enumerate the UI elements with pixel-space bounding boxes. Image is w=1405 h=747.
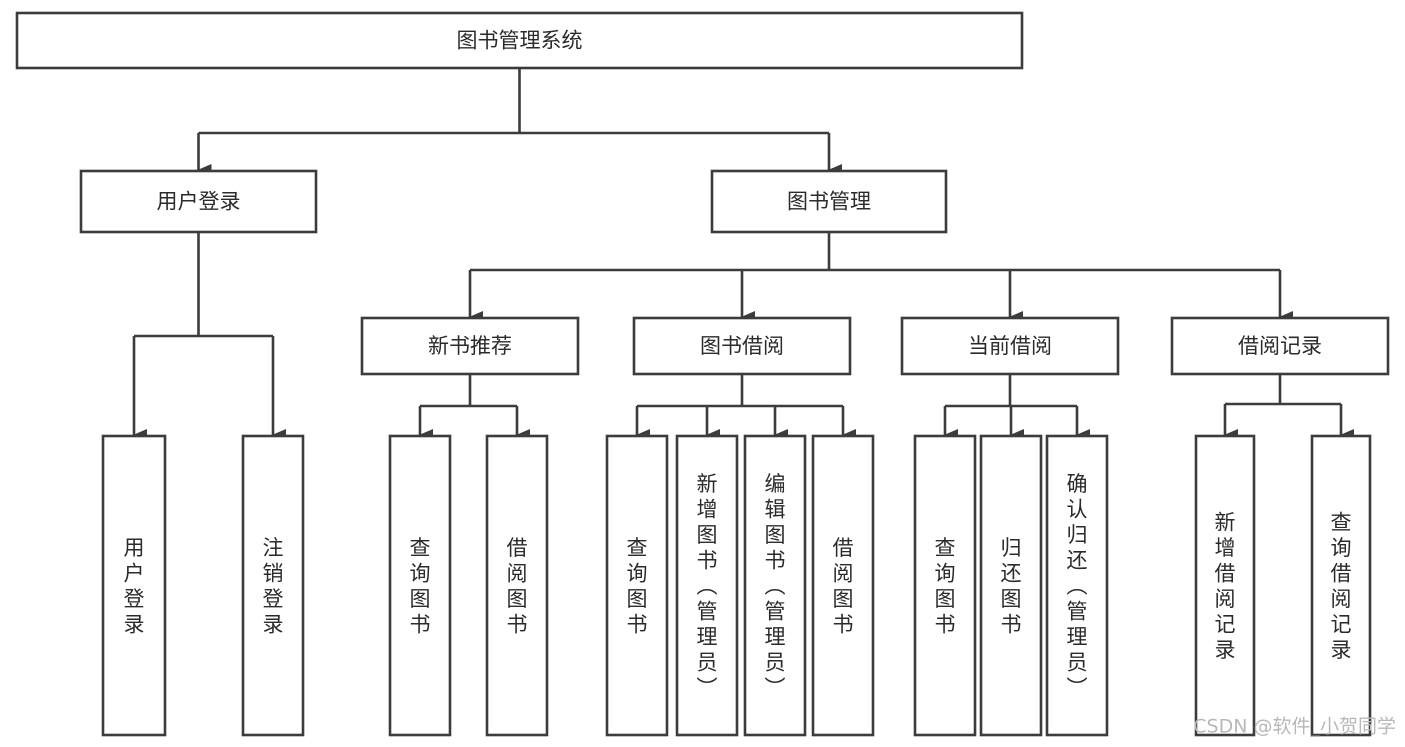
node-leaf-confirm-return-admin[interactable]: 确认归还︵管理员︶ — [1045, 434, 1109, 737]
node-root-图书管理系统-label: 图书管理系统 — [457, 29, 583, 53]
node-leaf-edit-book-admin-label: 编辑图书︵管理员︶ — [765, 472, 786, 700]
node-root-图书管理系统-box[interactable] — [15, 11, 1024, 70]
connectors-layer — [132, 68, 1354, 441]
node-leaf-query-book-1-box[interactable] — [388, 434, 452, 737]
node-leaf-query-book-2-box[interactable] — [605, 434, 669, 737]
node-leaf-add-book-admin[interactable]: 新增图书︵管理员︶ — [675, 434, 739, 737]
node-leaf-user-logout-box[interactable] — [241, 434, 305, 737]
node-new-book-recommend-box[interactable] — [360, 316, 580, 376]
node-user-login-label: 用户登录 — [157, 190, 241, 214]
node-leaf-query-borrow-record-label: 查询借阅记录 — [1331, 510, 1352, 662]
node-leaf-add-book-admin-box[interactable] — [675, 434, 739, 737]
connector-book-borrow-to-leaves — [635, 374, 856, 441]
connector-borrow-record-to-leaves — [1223, 374, 1354, 441]
node-leaf-return-book-label: 归还图书 — [1001, 536, 1022, 637]
node-leaf-borrow-book-2[interactable]: 借阅图书 — [811, 434, 875, 737]
node-leaf-borrow-book-2-box[interactable] — [811, 434, 875, 737]
node-book-management-box[interactable] — [710, 169, 948, 234]
node-leaf-query-book-1-label: 查询图书 — [410, 536, 431, 637]
node-book-management[interactable]: 图书管理 — [710, 169, 948, 234]
node-leaf-query-borrow-record-box[interactable] — [1310, 434, 1372, 737]
node-leaf-return-book-box[interactable] — [979, 434, 1043, 737]
node-leaf-query-book-3[interactable]: 查询图书 — [913, 434, 977, 737]
node-leaf-add-borrow-record[interactable]: 新增借阅记录 — [1194, 434, 1256, 737]
node-leaf-query-book-3-box[interactable] — [913, 434, 977, 737]
node-leaf-user-login-label: 用户登录 — [124, 536, 145, 637]
node-current-borrow-label: 当前借阅 — [968, 334, 1052, 358]
node-leaf-confirm-return-admin-box[interactable] — [1045, 434, 1109, 737]
node-book-management-label: 图书管理 — [787, 190, 871, 214]
connector-root-to-level2 — [197, 68, 842, 176]
node-current-borrow-box[interactable] — [900, 316, 1120, 376]
node-leaf-add-book-admin-label: 新增图书︵管理员︶ — [697, 472, 718, 700]
node-borrow-record[interactable]: 借阅记录 — [1170, 316, 1390, 376]
node-borrow-record-label: 借阅记录 — [1238, 334, 1322, 358]
node-leaf-user-login-box[interactable] — [101, 434, 167, 737]
node-leaf-return-book[interactable]: 归还图书 — [979, 434, 1043, 737]
node-current-borrow[interactable]: 当前借阅 — [900, 316, 1120, 376]
node-leaf-edit-book-admin-box[interactable] — [743, 434, 807, 737]
csdn-watermark: CSDN @软件_小贺同学 — [1193, 716, 1396, 738]
node-book-borrow-label: 图书借阅 — [700, 334, 784, 358]
node-leaf-add-borrow-record-label: 新增借阅记录 — [1215, 510, 1236, 662]
node-leaf-query-book-3-label: 查询图书 — [935, 536, 956, 637]
node-leaf-user-logout[interactable]: 注销登录 — [241, 434, 305, 737]
node-leaf-borrow-book-2-label: 借阅图书 — [833, 536, 854, 637]
node-leaf-user-login[interactable]: 用户登录 — [101, 434, 167, 737]
node-leaf-query-book-2[interactable]: 查询图书 — [605, 434, 669, 737]
node-user-login[interactable]: 用户登录 — [79, 169, 318, 234]
node-borrow-record-box[interactable] — [1170, 316, 1390, 376]
node-leaf-borrow-book-1[interactable]: 借阅图书 — [485, 434, 549, 737]
node-book-borrow-box[interactable] — [632, 316, 852, 376]
node-leaf-user-logout-label: 注销登录 — [263, 536, 284, 637]
node-leaf-confirm-return-admin-label: 确认归还︵管理员︶ — [1067, 472, 1088, 700]
node-book-borrow[interactable]: 图书借阅 — [632, 316, 852, 376]
node-new-book-recommend-label: 新书推荐 — [428, 334, 512, 358]
connector-user-login-to-leaves — [132, 232, 286, 441]
connector-new-book-recommend-to-leaves — [418, 374, 530, 441]
node-new-book-recommend[interactable]: 新书推荐 — [360, 316, 580, 376]
node-leaf-query-borrow-record[interactable]: 查询借阅记录 — [1310, 434, 1372, 737]
node-leaf-add-borrow-record-box[interactable] — [1194, 434, 1256, 737]
node-root-图书管理系统[interactable]: 图书管理系统 — [15, 11, 1024, 70]
connector-book-management-to-level3 — [468, 232, 1293, 323]
connector-current-borrow-to-leaves — [943, 374, 1090, 441]
node-leaf-query-book-1[interactable]: 查询图书 — [388, 434, 452, 737]
node-leaf-borrow-book-1-box[interactable] — [485, 434, 549, 737]
node-leaf-edit-book-admin[interactable]: 编辑图书︵管理员︶ — [743, 434, 807, 737]
node-leaf-query-book-2-label: 查询图书 — [627, 536, 648, 637]
nodes-layer: 图书管理系统用户登录图书管理新书推荐图书借阅当前借阅借阅记录用户登录注销登录查询… — [15, 11, 1390, 737]
node-leaf-borrow-book-1-label: 借阅图书 — [507, 536, 528, 637]
node-user-login-box[interactable] — [79, 169, 318, 234]
